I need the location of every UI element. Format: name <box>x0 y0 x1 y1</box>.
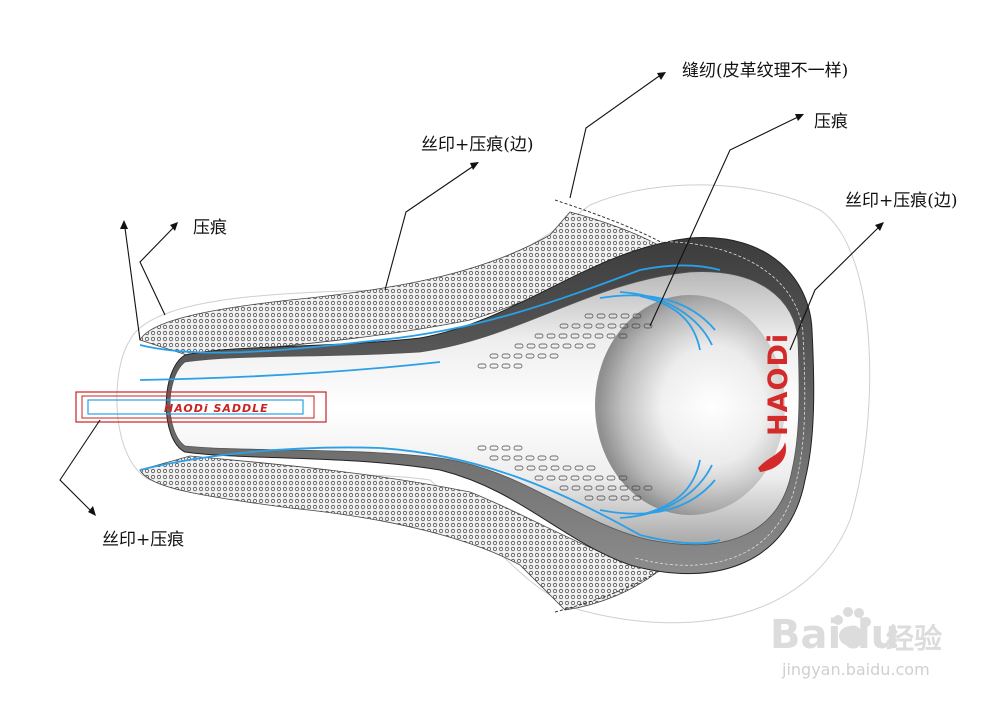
paw-icon <box>833 607 871 646</box>
brand-mark-icon <box>758 442 787 472</box>
saddle-brand-text: HAODi <box>763 333 794 436</box>
nose-print-tag: HAODi SADDLE <box>75 391 327 423</box>
saddle-brand-logo: HAODi <box>758 333 794 472</box>
leader-lines <box>59 72 884 516</box>
watermark-brand-2: du <box>842 612 899 658</box>
watermark-site-cn: 经验 <box>886 622 942 655</box>
label-print-emboss-edge-right: 丝印+压痕(边) <box>845 191 958 211</box>
stitching-top <box>554 199 669 247</box>
watermark-brand: Bai <box>770 612 841 658</box>
saddle-rim-stitch <box>634 241 806 566</box>
perforation-pattern-top <box>477 313 653 369</box>
mesh-panel-top <box>139 211 662 357</box>
perforation-pattern-bottom <box>477 445 653 501</box>
mesh-panel-bottom <box>139 455 661 611</box>
saddle-highlight <box>595 295 785 515</box>
label-print-emboss-bottom: 丝印+压痕 <box>102 530 184 550</box>
baidu-watermark: Bai du 经验 jingyan.baidu.com <box>770 607 942 679</box>
emboss-lines-bottom <box>139 446 721 545</box>
label-print-emboss-edge-top: 丝印+压痕(边) <box>421 135 534 155</box>
label-emboss-left: 压痕 <box>193 218 227 238</box>
label-stitching: 缝纫(皮革纹理不一样) <box>682 61 848 81</box>
label-emboss-right: 压痕 <box>814 112 848 132</box>
nose-tag-text: HAODi SADDLE <box>164 402 269 415</box>
emboss-lines-top <box>139 264 721 381</box>
watermark-url: jingyan.baidu.com <box>781 660 930 679</box>
